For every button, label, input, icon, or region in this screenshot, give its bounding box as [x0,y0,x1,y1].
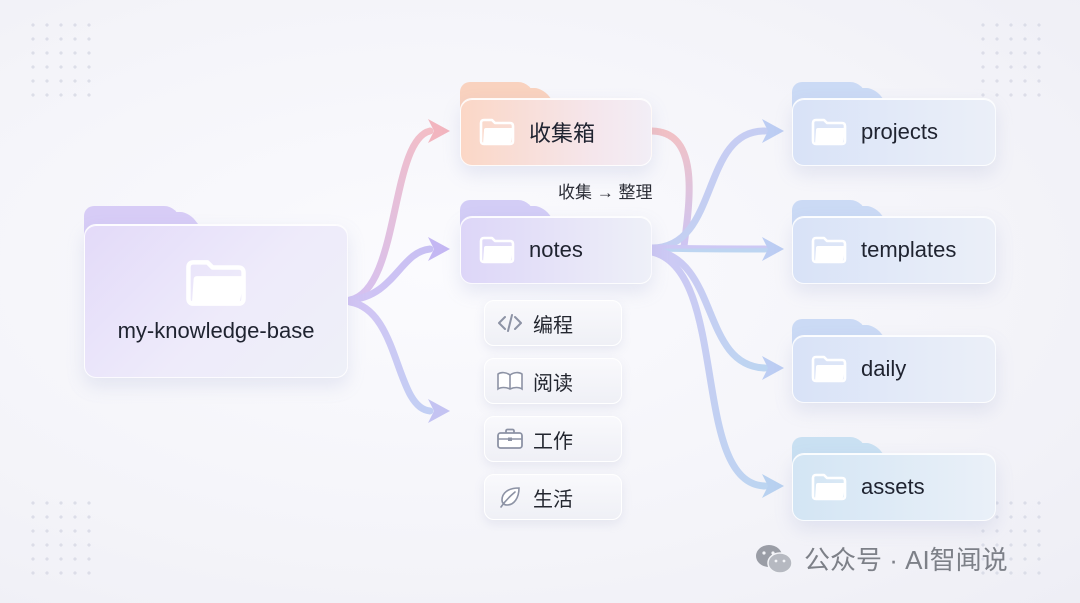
flow-caption: 收集 → 整理 [558,183,653,202]
inbox-folder[interactable]: 收集箱 [460,82,652,166]
arrow-notes-to-projects [648,127,769,252]
category-chip-life[interactable]: 生活 [484,474,622,520]
arrow-notes-to-templates [648,244,769,253]
arrowhead-chips [428,399,450,423]
arrowhead-assets [762,474,784,498]
dot-grid-top-right [976,18,1050,104]
dot-grid-bottom-left [26,496,100,582]
notes-folder-label: notes [529,237,583,262]
assets-folder[interactable]: assets [792,437,996,521]
leaf-icon [497,486,523,508]
assets-folder-label: assets [861,474,925,499]
code-icon [497,312,523,334]
root-folder-label: my-knowledge-base [117,318,315,343]
arrowhead-daily [762,356,784,380]
category-chip-coding[interactable]: 编程 [484,300,622,346]
folder-icon [811,118,847,146]
folder-icon [186,260,246,306]
dot-grid-top-left [26,18,100,104]
inbox-folder-label: 收集箱 [529,121,596,146]
notes-folder[interactable]: notes [460,200,652,284]
category-chip-work[interactable]: 工作 [484,416,622,462]
briefcase-icon [497,428,523,450]
daily-folder[interactable]: daily [792,319,996,403]
arrow-root-to-inbox [346,127,434,304]
arrow-root-to-notes [346,245,434,304]
arrow-inbox-to-notes [648,127,693,250]
folder-icon [811,236,847,264]
footer-watermark: 公众号 · AI智闻说 [754,540,1008,577]
arrow-notes-to-daily [648,246,769,372]
arrowhead-notes [428,237,450,261]
projects-folder-label: projects [861,119,939,144]
arrowhead-projects [762,119,784,143]
arrowhead-templates [762,237,784,261]
root-folder[interactable]: my-knowledge-base [84,206,348,378]
folder-icon [479,236,515,264]
arrow-notes-to-assets [648,248,769,490]
folder-icon [479,118,515,146]
footer-text: 公众号 · AI智闻说 [804,545,1008,575]
category-chip-label: 编程 [533,314,573,337]
folder-icon [811,473,847,501]
wechat-icon [756,544,793,574]
category-chip-label: 生活 [533,488,573,511]
templates-folder[interactable]: templates [792,200,996,284]
folder-icon [811,355,847,383]
projects-folder[interactable]: projects [792,82,996,166]
arrow-root-to-chips [346,298,434,415]
templates-folder-label: templates [861,237,957,262]
book-icon [497,370,523,392]
category-chip-label: 工作 [533,430,573,453]
category-chip-reading[interactable]: 阅读 [484,358,622,404]
arrowhead-inbox [428,119,450,143]
category-chip-label: 阅读 [533,372,573,395]
daily-folder-label: daily [861,356,907,381]
